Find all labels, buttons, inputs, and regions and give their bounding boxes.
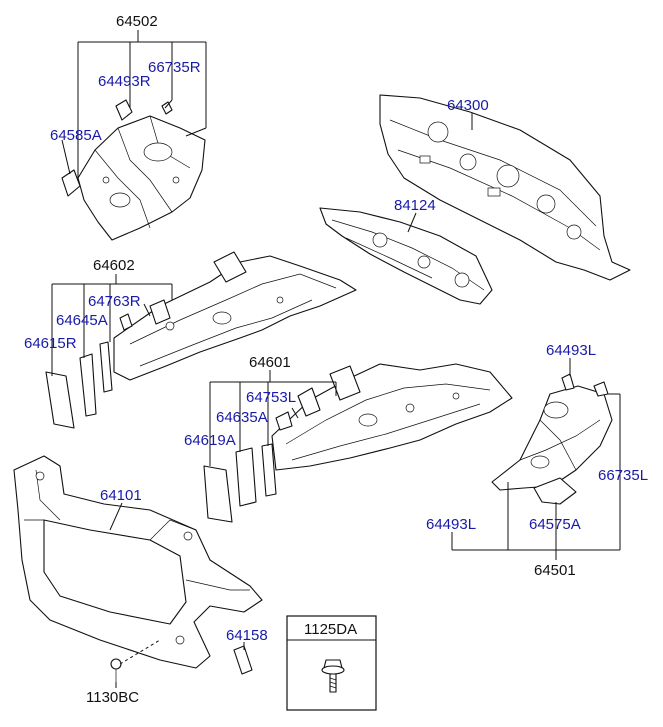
- label-64763r[interactable]: 64763R: [88, 293, 141, 310]
- label-64645a[interactable]: 64645A: [56, 312, 108, 329]
- label-64601[interactable]: 64601: [249, 354, 291, 371]
- label-64493r[interactable]: 64493R: [98, 73, 151, 90]
- label-84124[interactable]: 84124: [394, 197, 436, 214]
- label-64615r[interactable]: 64615R: [24, 335, 77, 352]
- label-64585a[interactable]: 64585A: [50, 127, 102, 144]
- dash-panel-drawing: [379, 94, 631, 281]
- label-1130bc[interactable]: 1130BC: [86, 689, 139, 706]
- label-64158[interactable]: 64158: [226, 627, 268, 644]
- label-66735r[interactable]: 66735R: [148, 59, 201, 76]
- label-64502[interactable]: 64502: [116, 13, 158, 30]
- label-64101[interactable]: 64101: [100, 487, 142, 504]
- label-64493l-top[interactable]: 64493L: [546, 342, 596, 359]
- label-64619a[interactable]: 64619A: [184, 432, 236, 449]
- part-number-labels: 64502 64493R 66735R 64585A 64300 84124 6…: [24, 13, 648, 706]
- bolt-1130bc-drawing: [110, 658, 122, 682]
- label-64501[interactable]: 64501: [534, 562, 576, 579]
- label-64575a[interactable]: 64575A: [529, 516, 581, 533]
- front-side-member-assy-left-drawing: [203, 363, 513, 523]
- label-64602[interactable]: 64602: [93, 257, 135, 274]
- label-64635a[interactable]: 64635A: [216, 409, 268, 426]
- label-66735l[interactable]: 66735L: [598, 467, 648, 484]
- label-64753l[interactable]: 64753L: [246, 389, 296, 406]
- front-panel-assy-drawing: [13, 455, 263, 682]
- front-side-member-left-drawing: [491, 373, 613, 505]
- front-side-member-right-drawing: [61, 99, 206, 241]
- dash-cross-member-drawing: [319, 207, 493, 305]
- bolt-1125da-drawing: [321, 659, 345, 693]
- label-1125da[interactable]: 1125DA: [304, 621, 357, 638]
- front-side-member-assy-right-drawing: [45, 251, 357, 429]
- label-64493l-bottom[interactable]: 64493L: [426, 516, 476, 533]
- fastener-1125da-box: [286, 615, 377, 711]
- label-64300[interactable]: 64300: [447, 97, 489, 114]
- leader-lines: [51, 30, 621, 688]
